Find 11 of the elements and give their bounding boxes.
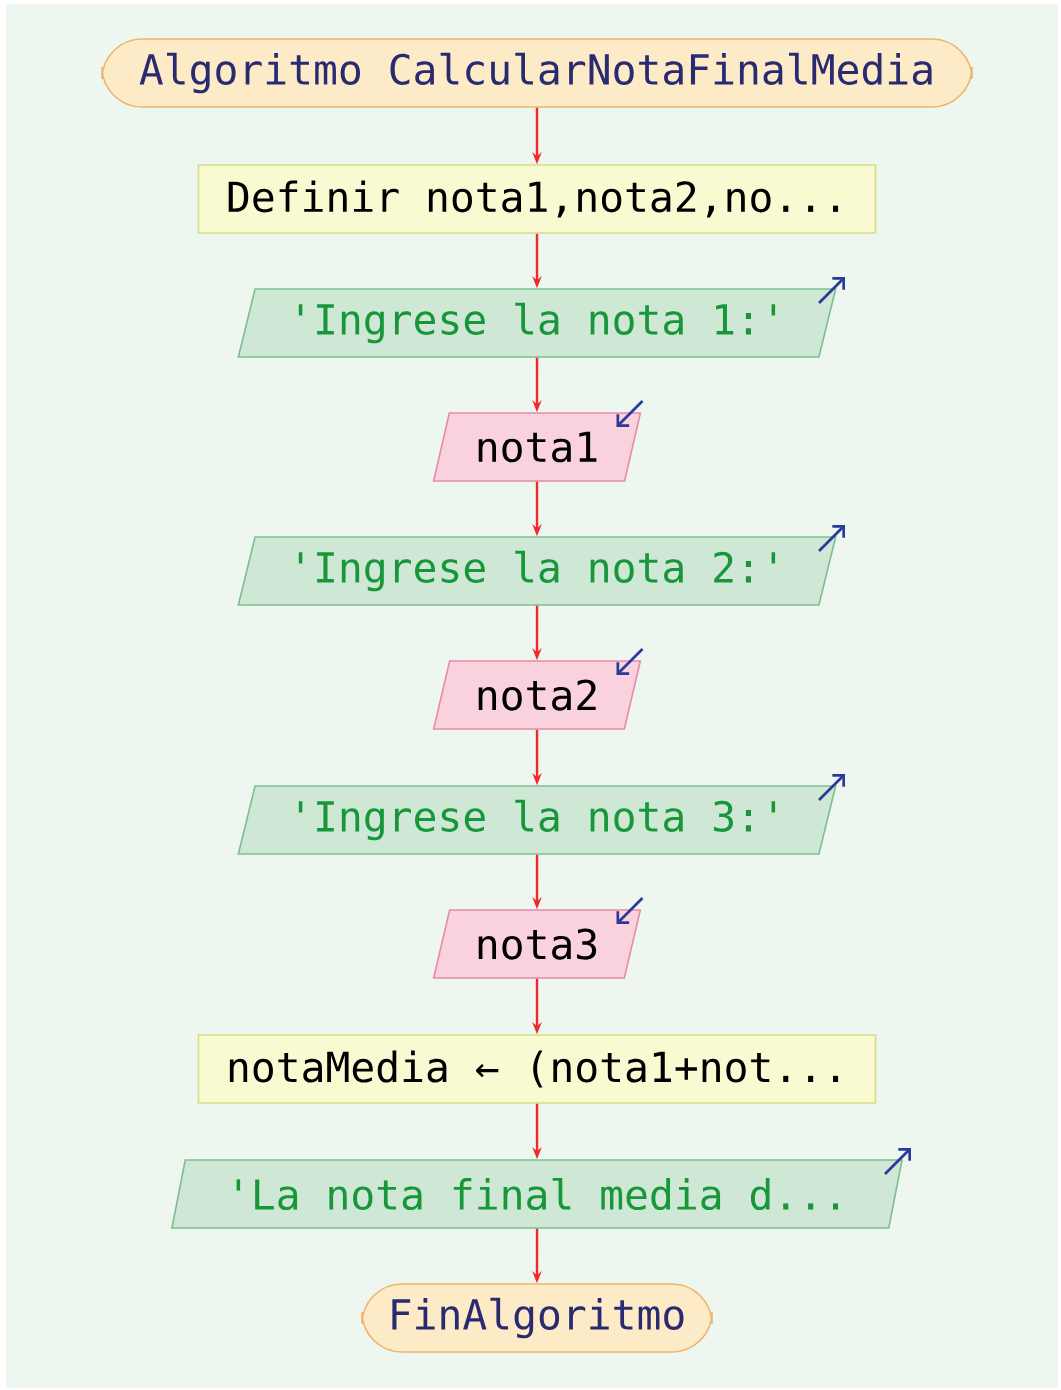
input-parallelogram: nota3 xyxy=(432,909,642,979)
output-parallelogram: 'Ingrese la nota 3:' xyxy=(237,785,837,855)
process-box: notaMedia ← (nota1+not... xyxy=(197,1034,877,1104)
terminal-box: FinAlgoritmo xyxy=(361,1283,713,1353)
output-parallelogram: 'Ingrese la nota 2:' xyxy=(237,536,837,606)
terminal-box: Algoritmo CalcularNotaFinalMedia xyxy=(101,38,973,108)
input-parallelogram: nota2 xyxy=(432,660,642,730)
output-parallelogram: 'La nota final media d... xyxy=(171,1159,903,1229)
output-parallelogram: 'Ingrese la nota 1:' xyxy=(237,288,837,358)
input-parallelogram: nota1 xyxy=(432,412,642,482)
process-box: Definir nota1,nota2,no... xyxy=(197,164,877,234)
